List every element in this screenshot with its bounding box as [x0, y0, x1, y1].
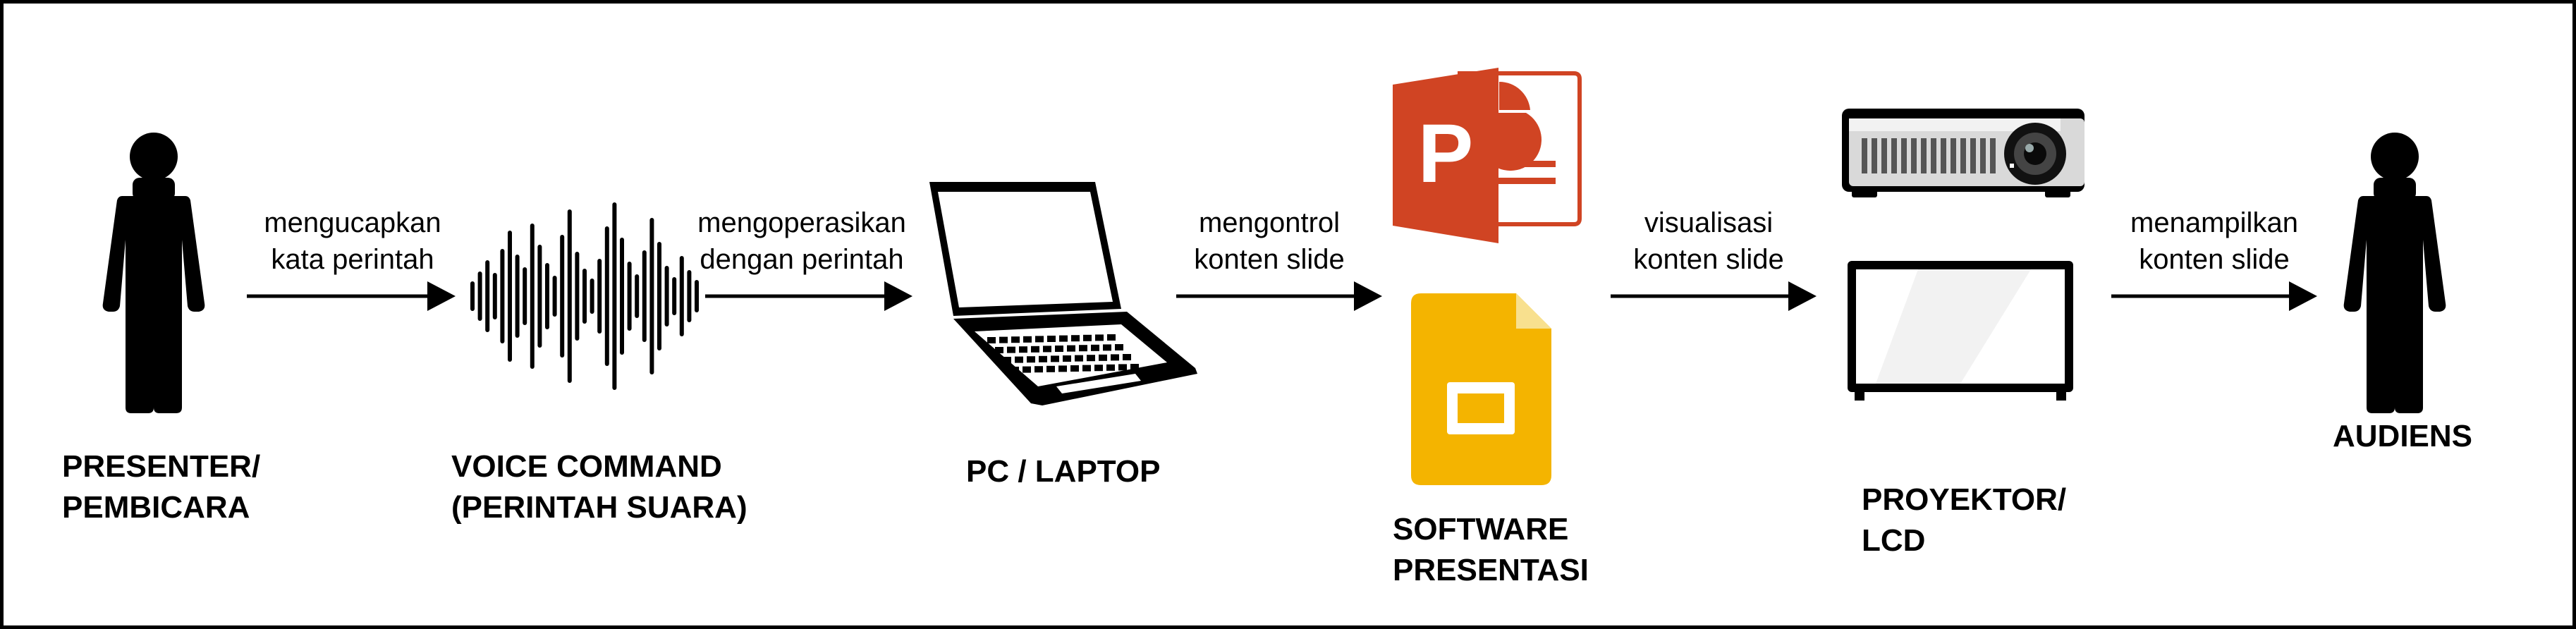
projector-vent [1931, 138, 1936, 173]
laptop-key [1091, 344, 1099, 351]
audiens-person-icon [2343, 133, 2446, 413]
laptop-key [1099, 354, 1107, 361]
node-label-audiens: AUDIENS [2333, 419, 2473, 453]
laptop-key [1031, 346, 1039, 353]
laptop-key [1087, 355, 1095, 362]
monitor-icon [1848, 261, 2073, 401]
projector-vent [1990, 138, 1996, 173]
arrow-presenter-voice [247, 281, 456, 311]
projector-icon [1842, 109, 2084, 197]
projector-vent [1951, 138, 1956, 173]
laptop-key [1106, 364, 1115, 371]
projector-vent [1960, 138, 1966, 173]
projector-vent [1872, 138, 1877, 173]
laptop-key [1011, 367, 1019, 373]
laptop-key [999, 336, 1008, 343]
powerpoint-icon: P [1393, 68, 1582, 243]
presenter-person-icon [102, 133, 205, 413]
laptop-key [1023, 336, 1032, 343]
laptop-key [1007, 346, 1015, 353]
svg-text:P: P [1418, 107, 1474, 200]
laptop-key [1063, 355, 1071, 362]
projector-vent [1980, 138, 1986, 173]
projector-vent [1891, 138, 1897, 173]
laptop-key [1118, 364, 1127, 371]
laptop-key [1095, 334, 1104, 341]
laptop-key [1079, 345, 1087, 352]
sound-wave-icon [470, 202, 699, 390]
laptop-key [1019, 346, 1027, 353]
laptop-key [1083, 334, 1092, 341]
laptop-key [1130, 364, 1139, 370]
laptop-key [1035, 336, 1044, 343]
laptop-key [1043, 346, 1051, 353]
laptop-key [1015, 356, 1023, 363]
laptop-icon [929, 182, 1197, 405]
projector-vent [1921, 138, 1927, 173]
projector-vent [1901, 138, 1907, 173]
laptop-key [1011, 336, 1020, 343]
laptop-key [1111, 354, 1119, 361]
laptop-key [1123, 354, 1131, 360]
laptop-key [1070, 365, 1079, 372]
laptop-key [1115, 344, 1123, 350]
arrow-projector-audiens [2111, 281, 2317, 311]
arrow-voice-pc [705, 281, 912, 311]
laptop-key [1082, 365, 1091, 372]
projector-vent [1941, 138, 1946, 173]
laptop-key [1003, 357, 1011, 363]
laptop-key [1094, 365, 1103, 372]
laptop-key [1103, 344, 1111, 351]
laptop-key [987, 337, 996, 343]
node-label-pc: PC / LAPTOP [966, 454, 1161, 489]
laptop-key [1051, 355, 1059, 362]
laptop-key [1059, 335, 1068, 342]
laptop-key [1034, 366, 1043, 373]
node-label-projector: PROYEKTOR/LCD [1862, 482, 2067, 558]
laptop-key [1075, 355, 1083, 362]
arrow-software-projector [1611, 281, 1817, 311]
node-label-voice: VOICE COMMAND(PERINTAH SUARA) [451, 449, 747, 525]
laptop-key [1067, 345, 1075, 352]
laptop-key [1027, 356, 1035, 363]
laptop-key [1055, 346, 1063, 352]
google-slides-icon [1411, 293, 1551, 485]
laptop-key [1107, 334, 1116, 341]
laptop-key [1047, 336, 1056, 342]
laptop-key [1046, 365, 1055, 372]
projector-vent [1862, 138, 1867, 173]
laptop-key [995, 347, 1003, 353]
projector-vent [1911, 138, 1917, 173]
laptop-key [1071, 335, 1080, 342]
arrow-pc-software [1176, 281, 1382, 311]
laptop-key [1023, 366, 1031, 373]
laptop-key [1039, 355, 1047, 362]
projector-vent [1881, 138, 1887, 173]
node-label-presenter: PRESENTER/PEMBICARA [62, 449, 261, 525]
laptop-key [1058, 365, 1067, 372]
projector-vent [1970, 138, 1976, 173]
